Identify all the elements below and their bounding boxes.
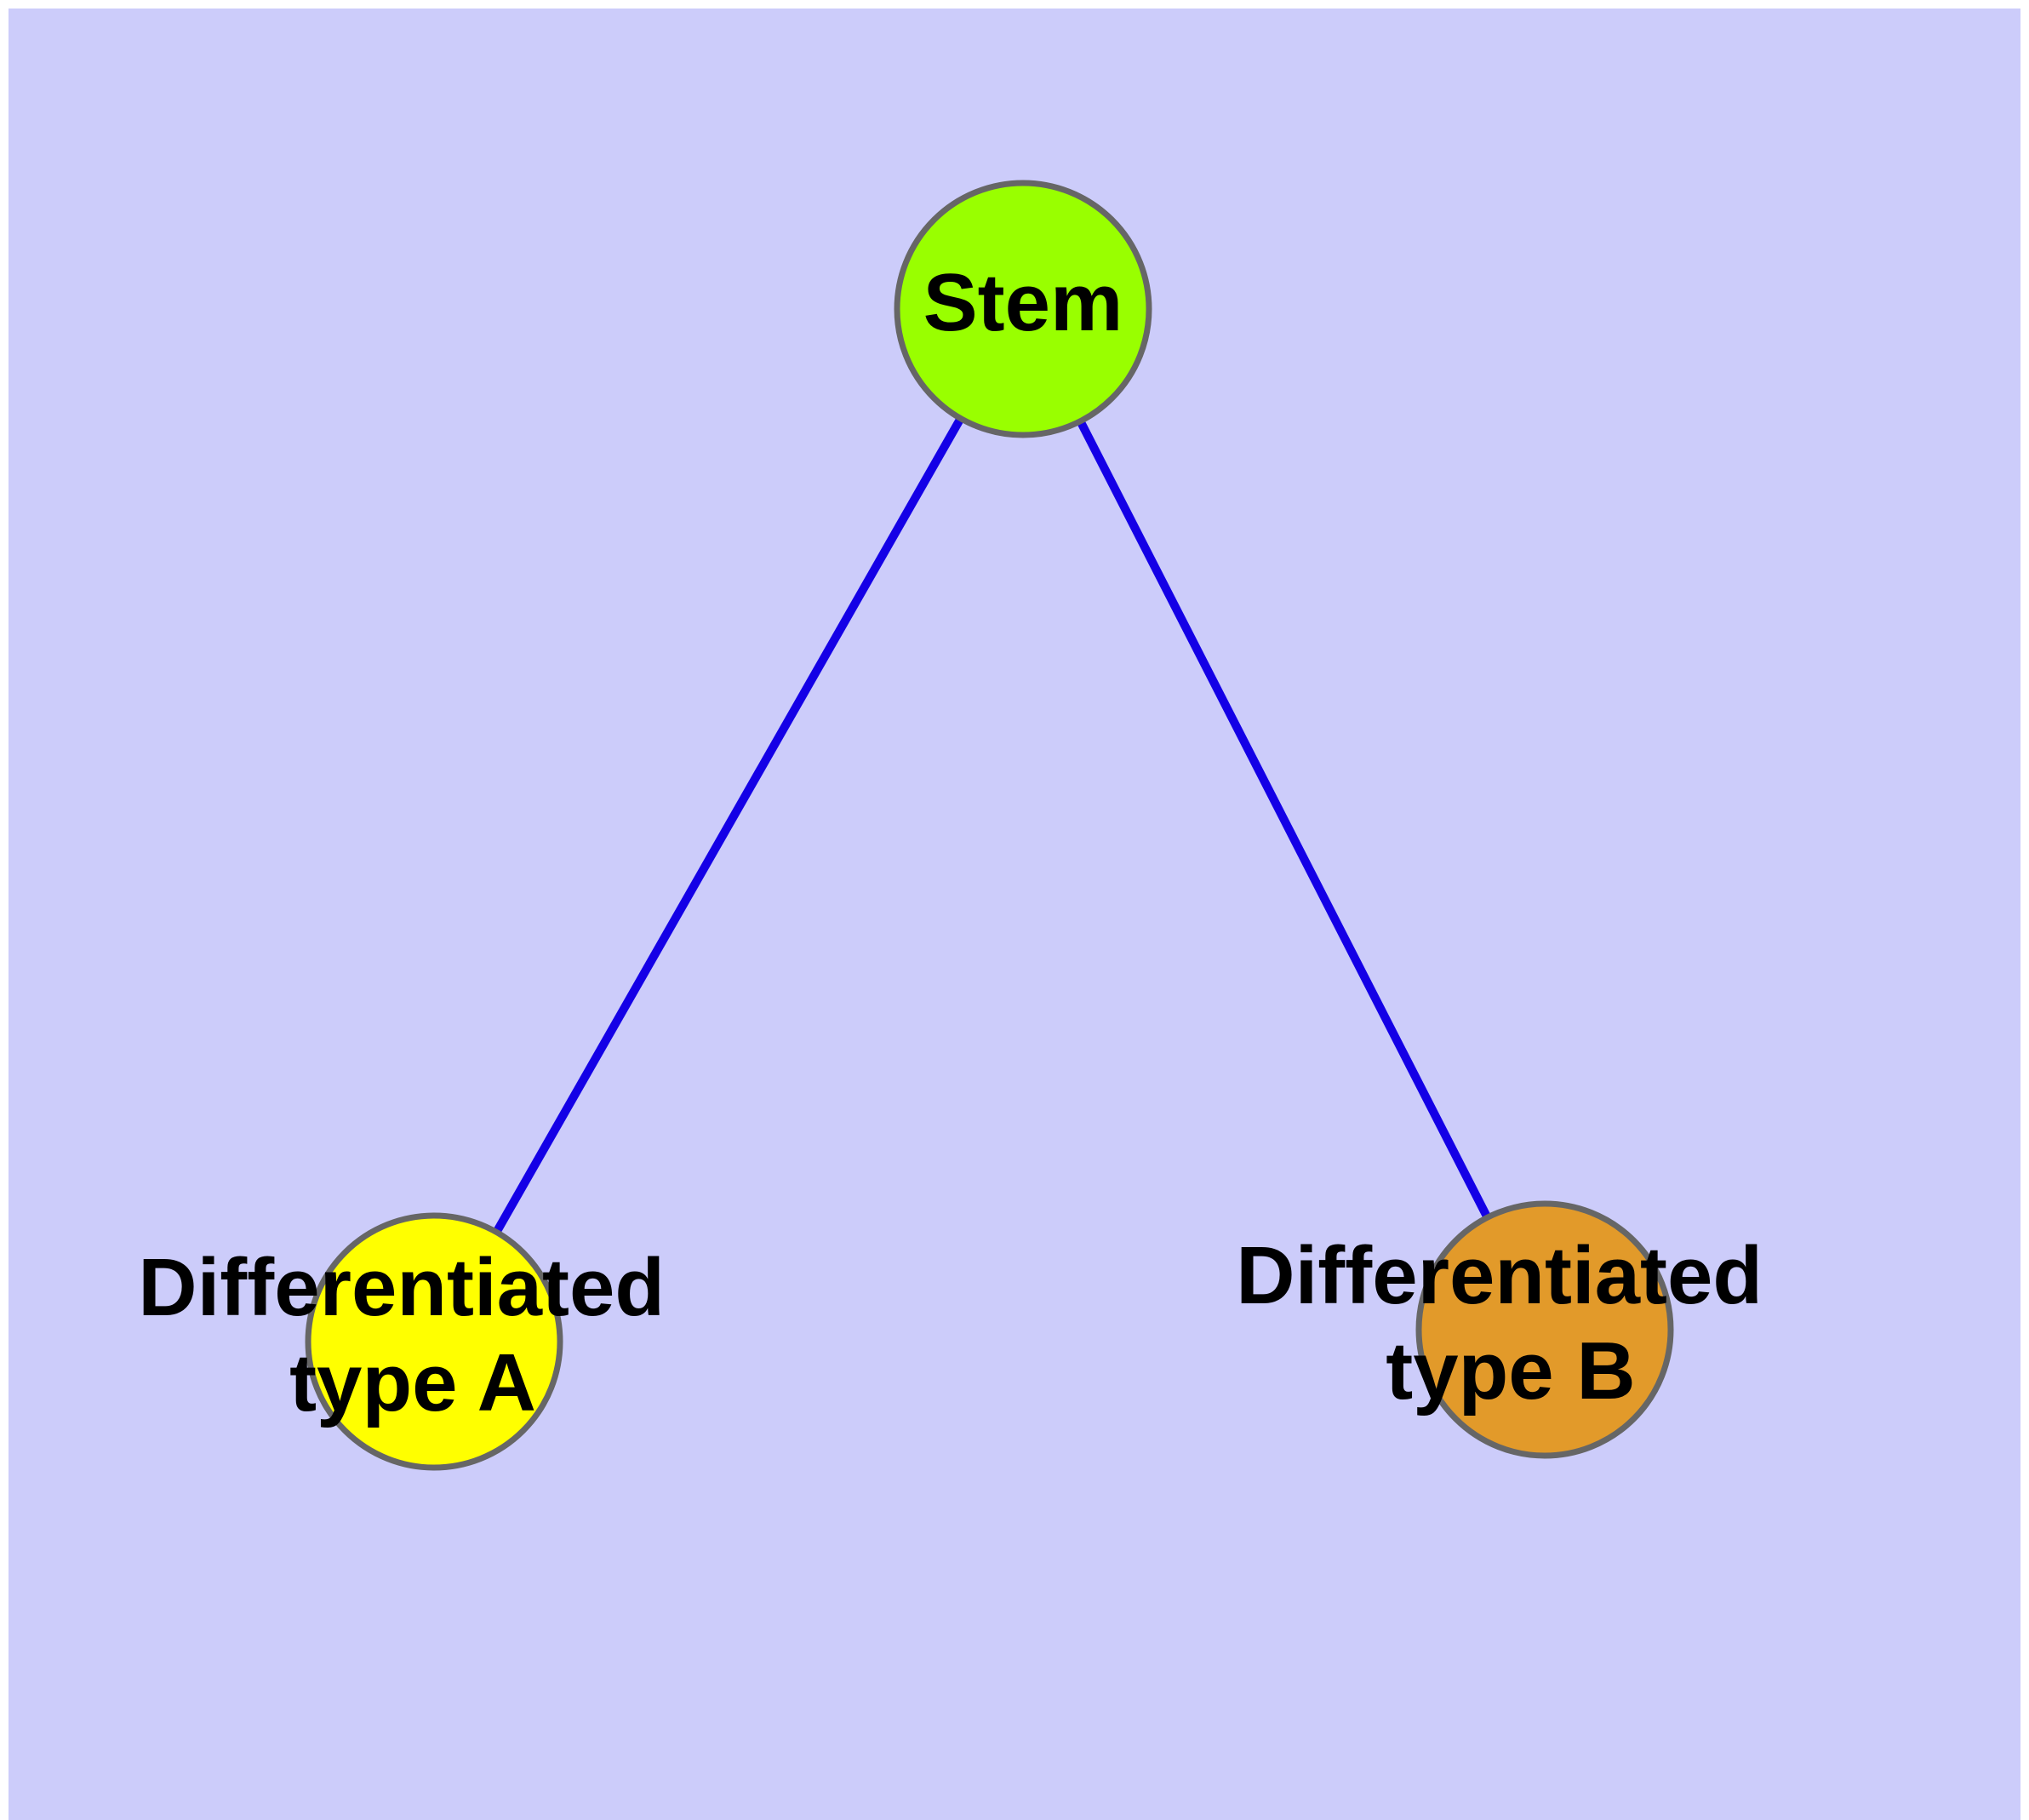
node-label-differentiated-b-line1: Differentiated <box>1236 1230 1763 1321</box>
graph-svg: Differentiated type A Differentiated typ… <box>138 180 1785 1471</box>
label-group: Differentiated type A Differentiated typ… <box>138 257 1785 1428</box>
node-differentiated-type-a[interactable] <box>305 1212 563 1471</box>
node-circle-differentiated-a[interactable] <box>305 1212 563 1471</box>
edge-group <box>492 415 1492 1236</box>
node-circle-stem[interactable] <box>894 180 1152 438</box>
node-label-differentiated-a-line2: type A <box>289 1337 536 1428</box>
node-differentiated-type-b[interactable] <box>1415 1200 1674 1459</box>
graph-surface: Differentiated type A Differentiated typ… <box>9 9 2020 1820</box>
node-label-stem: Stem <box>923 257 1123 348</box>
node-label-differentiated-b-line2: type B <box>1386 1325 1635 1417</box>
node-label-differentiated-a: Differentiated type A <box>138 1242 687 1428</box>
edge-stem-to-differentiated-b[interactable] <box>1076 417 1492 1222</box>
edge-stem-to-differentiated-a[interactable] <box>492 415 965 1236</box>
node-label-differentiated-a-line1: Differentiated <box>138 1242 665 1333</box>
node-circle-differentiated-b[interactable] <box>1415 1200 1674 1459</box>
node-label-stem-line1: Stem <box>923 257 1123 348</box>
node-label-differentiated-b: Differentiated type B <box>1236 1230 1785 1417</box>
node-stem[interactable] <box>894 180 1152 438</box>
